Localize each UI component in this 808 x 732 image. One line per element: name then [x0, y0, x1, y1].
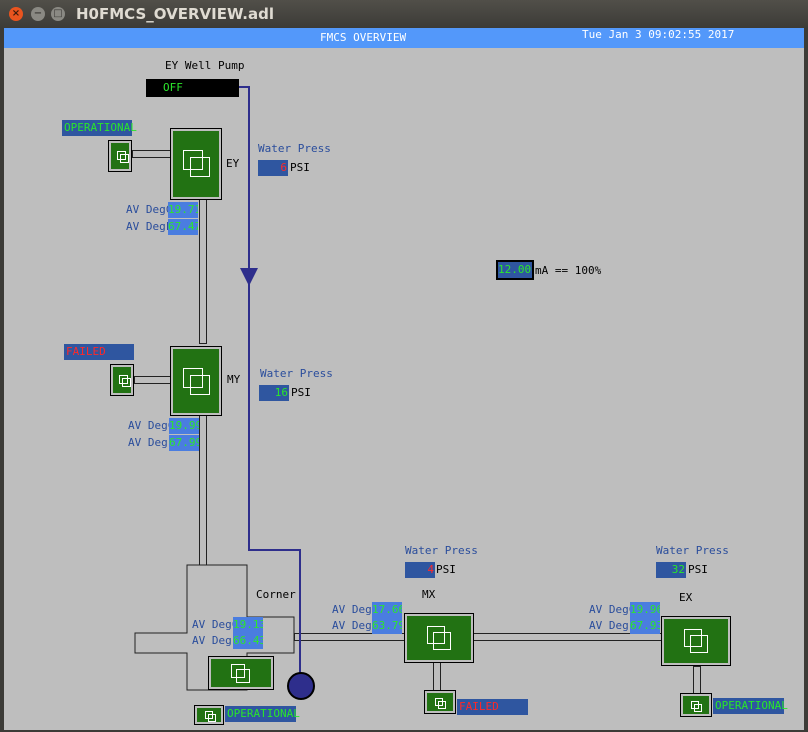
ex-psi-unit: PSI [688, 563, 708, 576]
mx-degf-value: 63.79 [372, 618, 402, 634]
ey-degf-value: 67.47 [168, 219, 198, 235]
mx-degc-value: 17.66 [372, 602, 402, 618]
ex-status: OPERATIONAL [713, 698, 788, 714]
mx-psi-unit: PSI [436, 563, 456, 576]
corner-degf-label: AV DegF [192, 634, 239, 647]
ey-water-press-label: Water Press [258, 142, 331, 155]
ex-name: EX [679, 591, 693, 604]
pipe-my-side [134, 376, 172, 384]
ex-degf-label: AV DegF [589, 619, 636, 632]
pipe-ey-vertical [199, 194, 207, 344]
ey-psi-unit: PSI [290, 161, 310, 174]
current-value: 12.00 [496, 260, 534, 280]
ex-degc-label: AV DegC [589, 603, 636, 616]
mx-water-press-label: Water Press [405, 544, 478, 557]
mx-degf-label: AV DegF [332, 619, 379, 632]
well-pump-state: OFF [146, 79, 239, 97]
ey-name: EY [226, 157, 240, 170]
window-title: H0FMCS_OVERVIEW.adl [76, 5, 274, 23]
ex-water-press-label: Water Press [656, 544, 729, 557]
mx-name: MX [422, 588, 436, 601]
water-line-horizontal [248, 549, 301, 551]
current-unit-label: mA == 100% [535, 264, 602, 277]
ex-degf-value: 67.93 [630, 618, 660, 634]
ey-status: OPERATIONAL [62, 120, 137, 136]
maximize-window-button[interactable]: □ [51, 7, 65, 21]
ex-pump-button[interactable] [661, 616, 731, 666]
mx-detail-button[interactable] [424, 690, 456, 714]
corner-name: Corner [256, 588, 296, 601]
my-degc-value: 19.99 [169, 418, 199, 434]
mx-water-press-value: 4 [405, 562, 435, 578]
my-degf-value: 67.99 [169, 435, 199, 451]
mx-status: FAILED [457, 699, 528, 715]
my-detail-button[interactable] [110, 364, 134, 396]
fmcs-overview-canvas: FMCS OVERVIEW Tue Jan 3 09:02:55 2017 EY… [4, 28, 804, 730]
ey-pump-button[interactable] [170, 128, 222, 200]
screen-title: FMCS OVERVIEW [320, 31, 407, 44]
pipe-my-vertical [199, 414, 207, 566]
mx-pump-button[interactable] [404, 613, 474, 663]
my-water-press-label: Water Press [260, 367, 333, 380]
ey-detail-button[interactable] [108, 140, 132, 172]
my-degc-label: AV DegC [128, 419, 175, 432]
corner-status: OPERATIONAL [225, 706, 300, 722]
ey-degc-label: AV DegC [126, 203, 173, 216]
pipe-ex-down [693, 666, 701, 694]
close-window-button[interactable]: × [9, 7, 23, 21]
my-psi-unit: PSI [291, 386, 311, 399]
water-line-vertical [248, 86, 250, 550]
my-pump-button[interactable] [170, 346, 222, 416]
ex-detail-button[interactable] [680, 693, 712, 717]
well-pump-label: EY Well Pump [165, 59, 245, 72]
minimize-window-button[interactable]: − [31, 7, 45, 21]
header-bar: FMCS OVERVIEW Tue Jan 3 09:02:55 2017 [4, 28, 804, 48]
my-degf-label: AV DegF [128, 436, 175, 449]
corner-pump-button[interactable] [208, 656, 274, 690]
corner-degc-value: 19.13 [233, 617, 263, 633]
mx-degc-label: AV DegC [332, 603, 379, 616]
my-water-press-value: 16 [259, 385, 289, 401]
ey-degf-label: AV DegF [126, 220, 173, 233]
window-titlebar: × − □ H0FMCS_OVERVIEW.adl [0, 0, 808, 28]
my-name: MY [227, 373, 241, 386]
corner-degc-label: AV DegC [192, 618, 239, 631]
water-line-down [299, 549, 301, 674]
corner-degf-value: 66.43 [233, 633, 263, 649]
ex-degc-value: 19.96 [630, 602, 660, 618]
well-tank-icon [287, 672, 315, 700]
water-line-top [239, 86, 250, 88]
my-status: FAILED [64, 344, 134, 360]
pipe-ey-side [132, 150, 172, 158]
datetime-display: Tue Jan 3 09:02:55 2017 [582, 28, 735, 41]
corner-detail-button[interactable] [194, 705, 224, 725]
ey-water-press-value: 6 [258, 160, 288, 176]
flow-direction-arrow-icon [240, 268, 258, 286]
pipe-mx-ex [473, 633, 664, 641]
ey-degc-value: 19.71 [168, 202, 198, 218]
pipe-main-horizontal [294, 633, 407, 641]
pipe-mx-down [433, 662, 441, 692]
ex-water-press-value: 32 [656, 562, 686, 578]
